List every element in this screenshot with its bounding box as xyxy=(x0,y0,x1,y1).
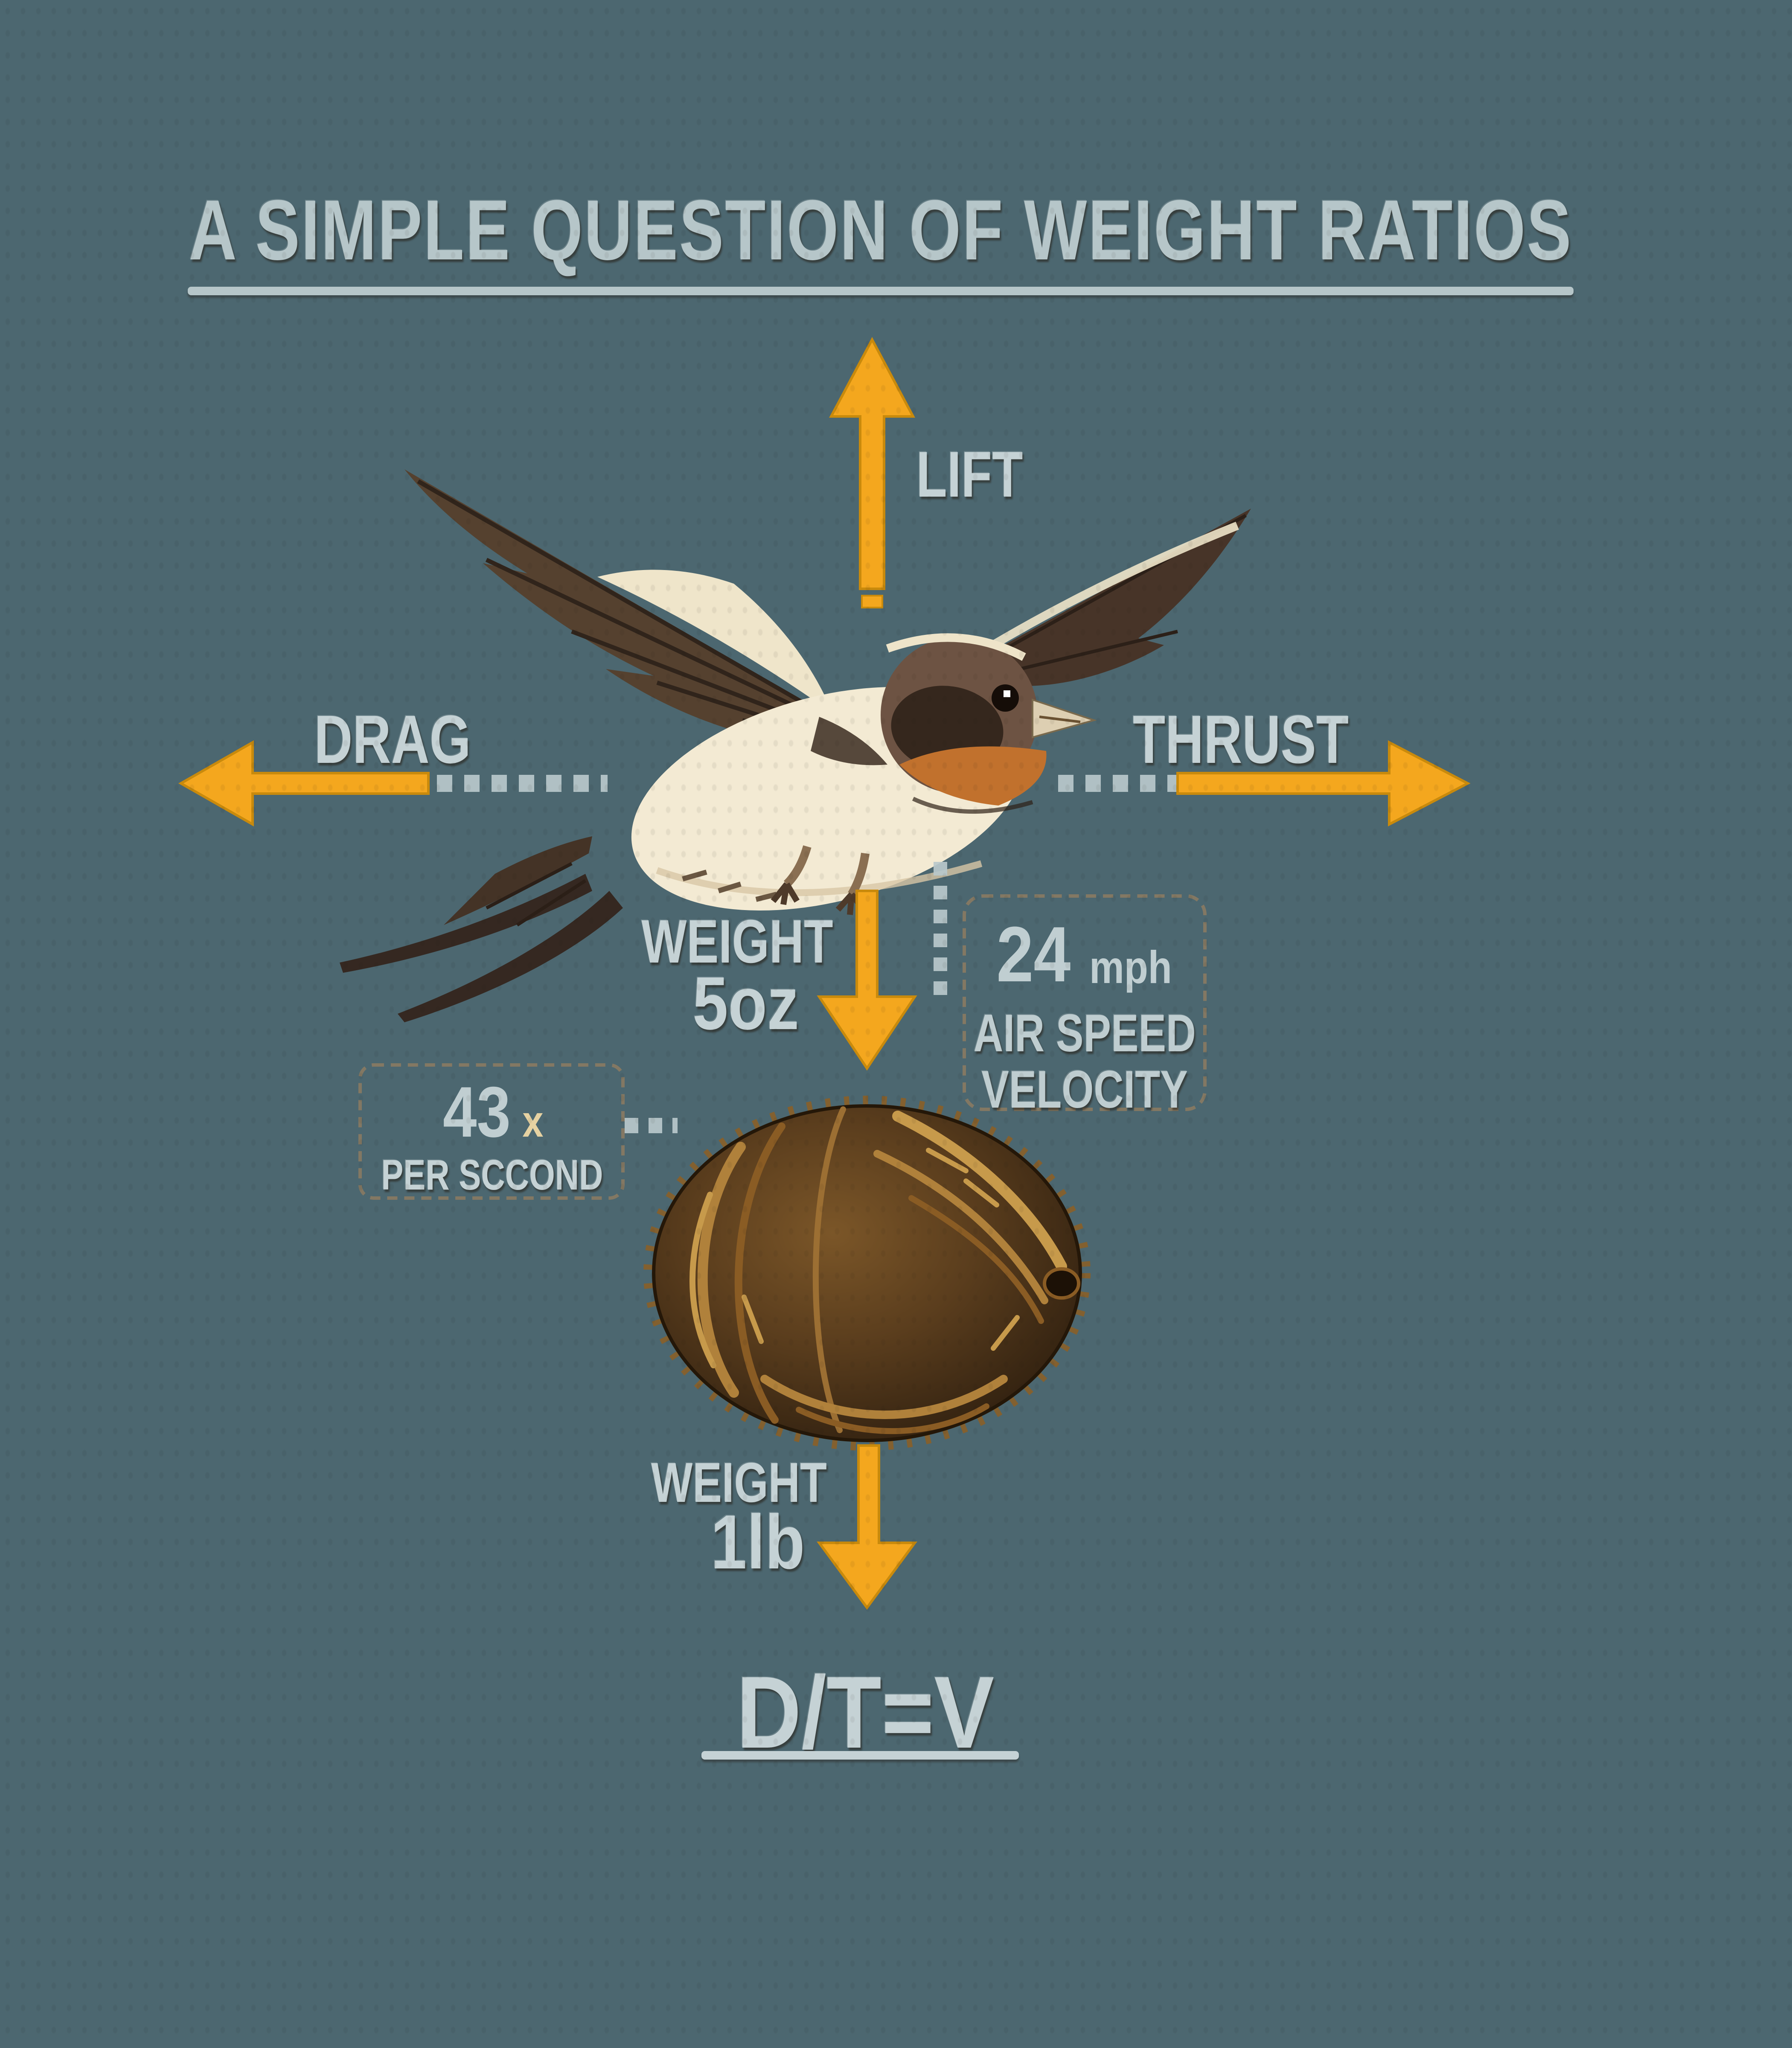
coconut-eye-spot xyxy=(1043,1267,1080,1300)
airspeed-dashed-connector xyxy=(934,862,947,1002)
air-speed-value: 24 xyxy=(997,910,1071,998)
thrust-dashed-line xyxy=(1058,775,1188,792)
coconut-weight-arrow-icon xyxy=(817,1444,917,1610)
lift-label: LIFT xyxy=(916,440,1023,512)
formula-underline xyxy=(701,1751,1019,1759)
coconut-weight-value: 1lb xyxy=(710,1498,805,1585)
swallow-illustration xyxy=(340,469,1251,1022)
drag-dashed-line xyxy=(437,775,608,792)
thrust-label: THRUST xyxy=(1132,703,1349,778)
air-speed-unit: mph xyxy=(1088,942,1172,993)
air-speed-line2: VELOCITY xyxy=(981,1060,1188,1120)
flap-rate-caption: PER SCCOND xyxy=(380,1152,603,1200)
page-title: A SIMPLE QUESTION OF WEIGHT RATIOS xyxy=(0,188,1768,273)
swallow-weight-arrow-icon xyxy=(817,890,917,1071)
formula-text: D/T=V xyxy=(736,1655,995,1770)
swallow-weight-label: WEIGHT xyxy=(641,906,833,976)
lift-arrow-icon xyxy=(829,337,915,608)
page-title-text: A SIMPLE QUESTION OF WEIGHT RATIOS xyxy=(189,183,1573,278)
air-speed-value-row: 24 mph xyxy=(991,908,1179,1000)
flap-rate-value: 43 xyxy=(443,1072,512,1152)
flap-rate-dashed-connector xyxy=(625,1118,678,1133)
coconut-weight-label: WEIGHT xyxy=(651,1451,827,1514)
title-underline xyxy=(188,287,1574,294)
swallow-weight-value: 5oz xyxy=(692,963,799,1046)
thrust-arrow-icon xyxy=(1176,740,1471,826)
drag-label: DRAG xyxy=(314,703,471,778)
coconut-illustration xyxy=(643,1096,1091,1451)
flap-rate-unit: x xyxy=(522,1096,544,1147)
drag-arrow-icon xyxy=(178,740,430,827)
air-speed-line1: AIR SPEED xyxy=(973,1004,1196,1063)
